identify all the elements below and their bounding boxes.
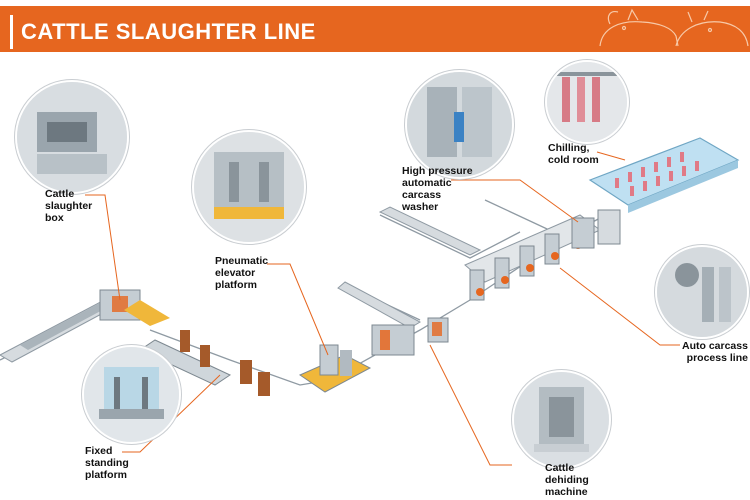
slaughter-box-photo xyxy=(15,80,129,194)
auto-process-photo xyxy=(655,245,749,339)
label-chilling: Chilling,cold room xyxy=(548,142,599,166)
auto-process-machine xyxy=(464,214,601,301)
page-title: CATTLE SLAUGHTER LINE xyxy=(10,15,324,49)
upper-conveyor xyxy=(378,206,482,256)
leader-lines xyxy=(85,151,680,466)
chilling-photo xyxy=(545,60,629,144)
elevator-photo xyxy=(192,130,306,244)
title-banner: CATTLE SLAUGHTER LINE xyxy=(0,6,750,52)
dehiding-photo xyxy=(512,370,611,469)
dehiding-section xyxy=(337,281,449,356)
overhead-rail xyxy=(0,199,601,386)
washer-machine xyxy=(571,209,621,249)
fixed-platform-photo xyxy=(82,345,181,444)
cold-room xyxy=(588,137,740,213)
elevator-machine xyxy=(298,344,372,393)
washer-photo xyxy=(405,70,514,179)
slaughter-box-machine xyxy=(99,289,170,326)
cattle-herd-illustration xyxy=(580,6,750,52)
